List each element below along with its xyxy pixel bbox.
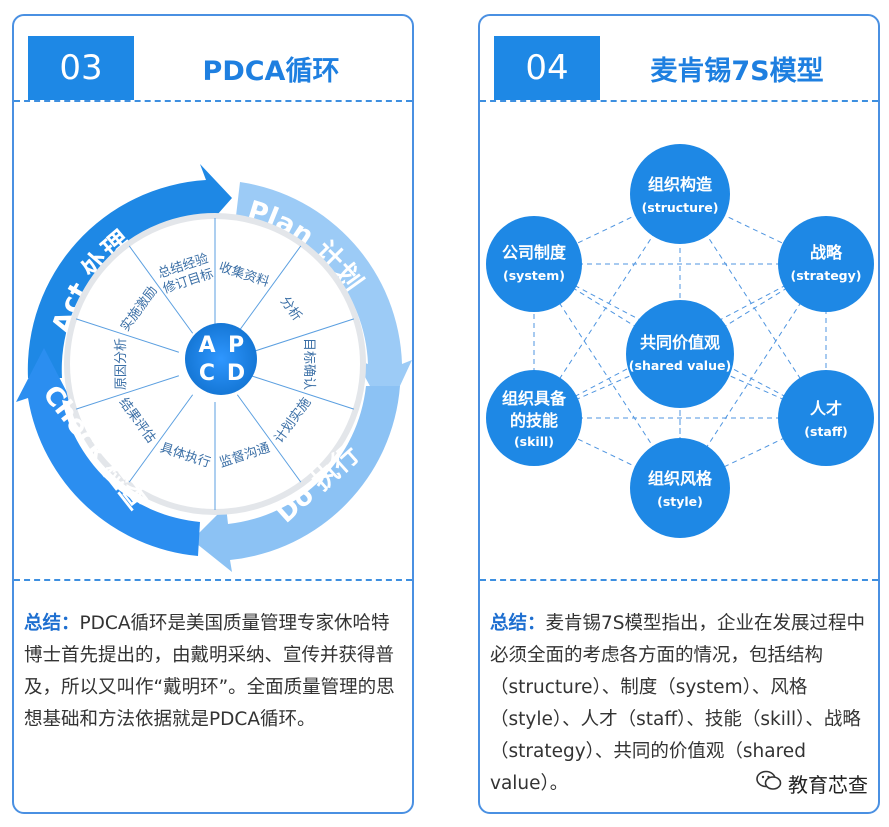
wechat-icon [756, 770, 782, 797]
pdca-summary-label: 总结： [24, 613, 80, 634]
segment-divider [128, 394, 194, 483]
segment-divider [250, 375, 355, 410]
node-system: 公司制度 (system) [486, 216, 582, 312]
segment-divider [250, 318, 355, 353]
mckinsey-divider-bottom [480, 579, 878, 581]
segment-divider [236, 245, 302, 334]
segment-label: 目标确认 [301, 338, 316, 390]
pdca-hub [185, 323, 257, 395]
svg-text:(skill): (skill) [514, 434, 554, 449]
segment-divider [75, 375, 180, 410]
do-arrow [192, 386, 400, 572]
svg-text:组织构造: 组织构造 [648, 175, 713, 194]
svg-text:(style): (style) [657, 494, 703, 509]
hub-c: C [199, 361, 215, 386]
hub-a: A [198, 333, 215, 358]
node-staff: 人才 (staff) [778, 370, 874, 466]
node-structure: 组织构造 (structure) [630, 144, 730, 244]
pdca-divider-bottom [14, 579, 412, 581]
mckinsey-card: 04 麦肯锡7S模型 组织构造 (structure) 战略 (strategy… [478, 14, 880, 814]
svg-text:共同价值观: 共同价值观 [640, 333, 720, 352]
pdca-title: PDCA循环 [202, 55, 340, 87]
svg-text:(structure): (structure) [642, 200, 719, 215]
plan-arrow [236, 182, 412, 416]
segment-divider [128, 245, 194, 334]
segment-label: 原因分析 [114, 338, 129, 390]
hub-d: D [227, 361, 245, 386]
svg-text:公司制度: 公司制度 [502, 243, 567, 262]
hub-p: P [228, 333, 244, 358]
pdca-divider-top [14, 100, 412, 102]
svg-text:(shared value): (shared value) [629, 358, 731, 373]
node-shared-value: 共同价值观 (shared value) [626, 300, 734, 408]
mckinsey-title: 麦肯锡7S模型 [650, 55, 824, 87]
pdca-summary-text: PDCA循环是美国质量管理专家休哈特博士首先提出的，由戴明采纳、宣传并获得普及，… [24, 613, 395, 730]
segment-divider [75, 318, 180, 353]
svg-text:组织风格: 组织风格 [648, 469, 713, 488]
svg-text:人才: 人才 [810, 399, 842, 418]
svg-text:(strategy): (strategy) [791, 268, 862, 283]
segment-label: 总结经验修订目标 [156, 250, 215, 297]
mckinsey-number-badge: 04 [494, 36, 600, 100]
svg-text:(system): (system) [503, 268, 565, 283]
svg-text:组织具备: 组织具备 [502, 389, 567, 408]
watermark: 教育芯查 [756, 769, 868, 798]
svg-text:战略: 战略 [810, 243, 843, 262]
seven-s-diagram: 组织构造 (structure) 战略 (strategy) 公司制度 (sys… [486, 144, 874, 538]
pdca-summary: 总结：PDCA循环是美国质量管理专家休哈特博士首先提出的，由戴明采纳、宣传并获得… [24, 608, 404, 736]
node-style: 组织风格 (style) [630, 438, 730, 538]
pdca-number-badge: 03 [28, 36, 134, 100]
mckinsey-summary: 总结：麦肯锡7S模型指出，企业在发展过程中必须全面的考虑各方面的情况，包括结构（… [490, 608, 870, 800]
node-skill: 组织具备 的技能 (skill) [486, 370, 582, 466]
mckinsey-summary-text: 麦肯锡7S模型指出，企业在发展过程中必须全面的考虑各方面的情况，包括结构（str… [490, 613, 866, 794]
check-arrow [16, 348, 200, 556]
pdca-card: 03 PDCA循环 Act 处理 Plan 计划 收集资料分析目标确认计划实施监… [12, 14, 414, 814]
mckinsey-summary-label: 总结： [490, 613, 546, 634]
segment-divider [236, 394, 302, 483]
watermark-text: 教育芯查 [788, 773, 868, 797]
svg-text:(staff): (staff) [804, 424, 847, 439]
svg-text:的技能: 的技能 [510, 411, 558, 430]
mckinsey-divider-top [480, 100, 878, 102]
node-strategy: 战略 (strategy) [778, 216, 874, 312]
pdca-diagram: Act 处理 Plan 计划 收集资料分析目标确认计划实施监督沟通具体执行结果评… [16, 164, 412, 572]
